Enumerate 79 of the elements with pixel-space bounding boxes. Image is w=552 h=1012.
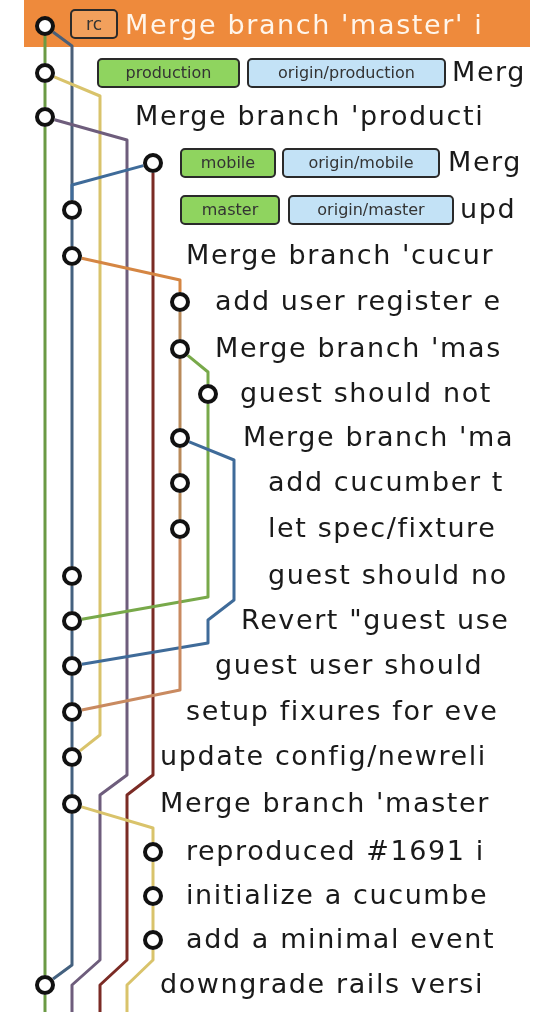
branch-line [151,862,155,886]
commit-dot [62,702,82,722]
commit-message: add cucumber t [268,467,505,497]
commit-message: let spec/fixture [268,513,497,543]
commit-message: Merge branch 'master' i [125,10,484,40]
branch-line [98,173,155,1012]
commit-message: Merge branch 'producti [135,101,485,131]
branch-line [70,631,74,656]
commit-dot [143,153,163,173]
branch-line [125,950,155,1012]
branch-line [70,722,74,747]
branch-line [54,118,129,1012]
branch-line [70,220,74,246]
branch-line [81,404,210,621]
commit-dot [62,200,82,220]
branch-line [52,814,74,981]
commit-message: reproduced #1691 i [186,836,485,866]
commit-dot [198,384,218,404]
branch-line [178,448,182,473]
branch-line [70,767,74,794]
commit-message: Merge branch 'master [160,788,490,818]
commit-dot [143,930,163,950]
remote-branch-label: origin/mobile [282,148,440,178]
branch-line [70,164,144,200]
commit-message: Merge branch 'ma [243,422,515,452]
branch-line [151,906,155,930]
remote-branch-label: origin/production [247,58,446,88]
remote-branch-label: origin/master [288,195,454,225]
branch-line [186,354,210,384]
branch-label: mobile [180,148,276,178]
commit-message: add user register e [215,286,502,316]
branch-line [43,83,47,107]
commit-dot [62,246,82,266]
branch-line [43,995,47,1012]
commit-message: initialize a cucumbe [186,880,489,910]
branch-line [81,440,236,666]
commit-dot [170,473,190,493]
commit-message: downgrade rails versi [160,969,485,999]
commit-dot [143,842,163,862]
tag-label: rc [70,9,118,39]
commit-dot [62,794,82,814]
branch-label: master [180,195,280,225]
branch-line [178,359,182,428]
commit-dot [62,747,82,767]
commit-dot [62,611,82,631]
commit-dot [170,292,190,312]
commit-message: update config/newreli [160,741,487,771]
branch-line [81,805,155,842]
commit-dot [35,63,55,83]
branch-label: production [97,58,240,88]
commit-dot [62,656,82,676]
commit-dot [35,975,55,995]
commit-message: Merge branch 'mas [215,333,502,363]
commit-dot [170,428,190,448]
commit-message: Merg [448,147,523,177]
branch-line [70,586,74,611]
commit-message: guest user should [215,650,484,680]
branch-line [43,36,47,63]
commit-dot [143,886,163,906]
branch-line [81,539,182,712]
commit-message: Merg [452,57,527,87]
branch-line [53,75,102,752]
commit-dot [170,519,190,539]
commit-message: upd [460,194,517,224]
commit-dot [35,107,55,127]
branch-line [178,312,182,339]
branch-line [81,256,182,292]
commit-message: add a minimal event [186,924,496,954]
commit-message: Revert "guest use [241,605,510,635]
branch-line [70,266,74,566]
commit-message: guest should not [240,378,492,408]
commit-message: Merge branch 'cucur [186,240,495,270]
branch-line [178,493,182,519]
branch-line [43,127,47,975]
commit-message: setup fixures for eve [186,696,499,726]
commit-dot [62,566,82,586]
commit-message: guest should no [268,560,508,590]
branch-line [70,676,74,702]
commit-dot [170,339,190,359]
